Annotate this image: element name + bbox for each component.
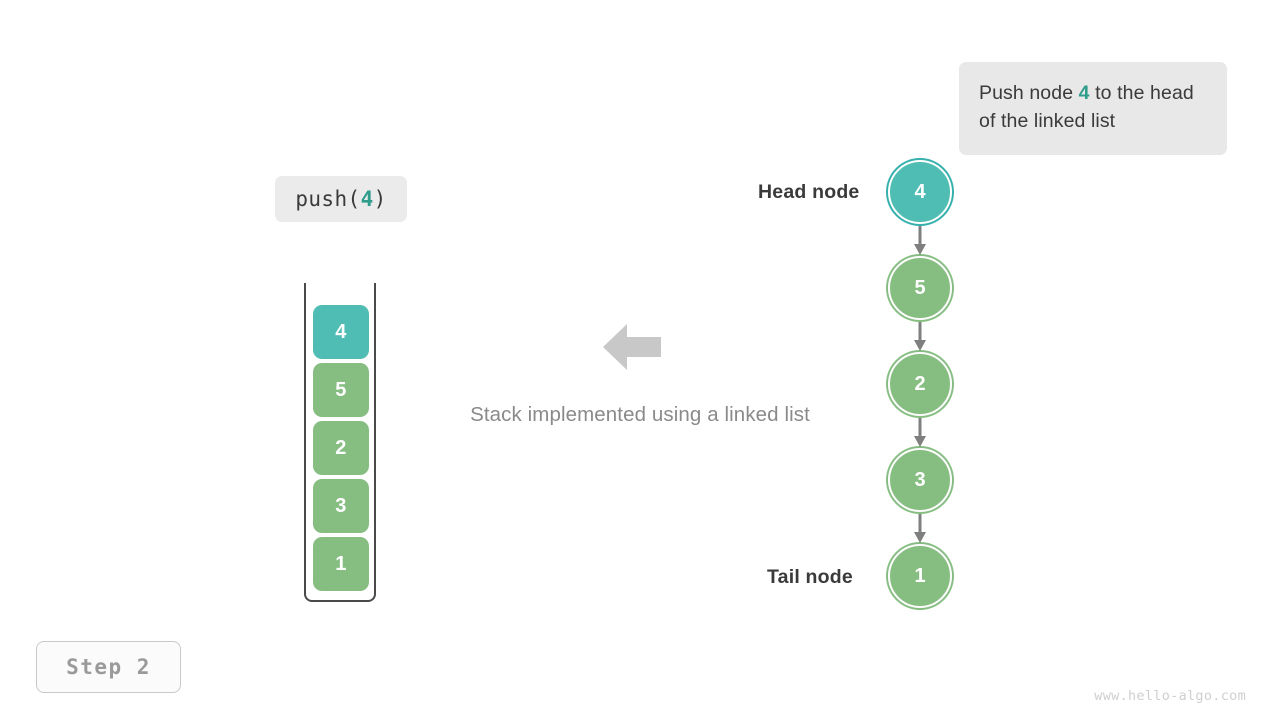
- node-value: 2: [914, 372, 926, 395]
- stack-cell: 3: [313, 479, 369, 533]
- stack-cell-value: 2: [335, 436, 347, 459]
- explanation-callout: Push node 4 to the head of the linked li…: [959, 62, 1227, 156]
- stack-visualization: 4 5 2 3 1: [304, 283, 376, 602]
- callout-highlight-value: 4: [1078, 82, 1090, 104]
- stack-cell-value: 5: [335, 378, 347, 401]
- down-arrow-icon: [914, 418, 926, 456]
- node-value: 4: [914, 180, 926, 203]
- left-block-arrow-icon: [601, 316, 663, 378]
- operation-chip: push(4): [275, 176, 407, 222]
- linked-list-node: 2: [888, 352, 952, 416]
- linked-list-visualization: 4 5 2 3 1: [888, 160, 952, 610]
- operation-argument: 4: [360, 187, 374, 211]
- watermark: www.hello-algo.com: [1094, 688, 1246, 704]
- linked-list-node: 4: [888, 160, 952, 224]
- stack-cell: 1: [313, 537, 369, 591]
- head-node-label: Head node: [758, 181, 860, 203]
- tail-node-label: Tail node: [767, 566, 853, 588]
- step-badge: Step 2: [36, 641, 181, 693]
- linked-list-node: 3: [888, 448, 952, 512]
- stack-cell-value: 4: [335, 320, 347, 343]
- operation-name: push: [295, 187, 348, 211]
- stack-cell: 2: [313, 421, 369, 475]
- down-arrow-icon: [914, 514, 926, 552]
- linked-list-node: 5: [888, 256, 952, 320]
- stack-cell-value: 1: [335, 552, 347, 575]
- stack-container-frame: [304, 283, 376, 602]
- down-arrow-icon: [914, 322, 926, 360]
- stack-cell: 4: [313, 305, 369, 359]
- operation-open-paren: (: [347, 187, 361, 211]
- stack-cell: 5: [313, 363, 369, 417]
- node-value: 3: [914, 468, 926, 491]
- node-value: 5: [914, 276, 926, 299]
- figure-caption: Stack implemented using a linked list: [470, 403, 810, 426]
- callout-text-after: to the head of the linked list: [979, 82, 1194, 132]
- down-arrow-icon: [914, 226, 926, 264]
- linked-list-node: 1: [888, 544, 952, 608]
- stack-cell-value: 3: [335, 494, 347, 517]
- stack-cell-list: 4 5 2 3 1: [313, 305, 369, 595]
- operation-close-paren: ): [373, 187, 387, 211]
- callout-text-before: Push node: [979, 82, 1079, 104]
- node-value: 1: [914, 564, 926, 587]
